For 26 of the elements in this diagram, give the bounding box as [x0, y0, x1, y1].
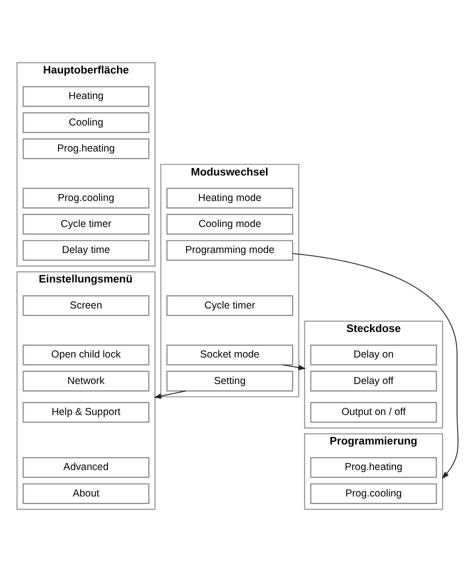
node-box: Delay time	[22, 240, 150, 261]
node-box: Prog.cooling	[22, 188, 150, 208]
arrow	[154, 390, 186, 399]
arrow	[282, 364, 306, 370]
node-box: Cooling	[22, 112, 150, 133]
node-box: Screen	[22, 295, 150, 316]
node-box: Open child lock	[22, 344, 150, 366]
arrow	[292, 253, 459, 479]
node-box: Delay off	[310, 370, 437, 392]
node-box: Prog.heating	[22, 138, 150, 160]
node-box: Cooling mode	[166, 214, 294, 235]
node-box: Cycle timer	[22, 214, 150, 235]
node-box: Programming mode	[166, 240, 294, 261]
node-box: Prog.cooling	[310, 483, 437, 504]
node-box: Heating mode	[166, 188, 294, 208]
node-box: Delay on	[310, 344, 437, 366]
node-box: Advanced	[22, 457, 150, 478]
node-box: Heating	[22, 86, 150, 107]
node-box: Prog.heating	[310, 457, 437, 478]
node-box: About	[22, 483, 150, 504]
node-box: Socket mode	[166, 344, 294, 366]
node-box: Output on / off	[310, 402, 437, 423]
node-box: Cycle timer	[166, 295, 294, 316]
node-box: Network	[22, 370, 150, 392]
node-box: Setting	[166, 370, 294, 392]
node-box: Help & Support	[22, 402, 150, 423]
